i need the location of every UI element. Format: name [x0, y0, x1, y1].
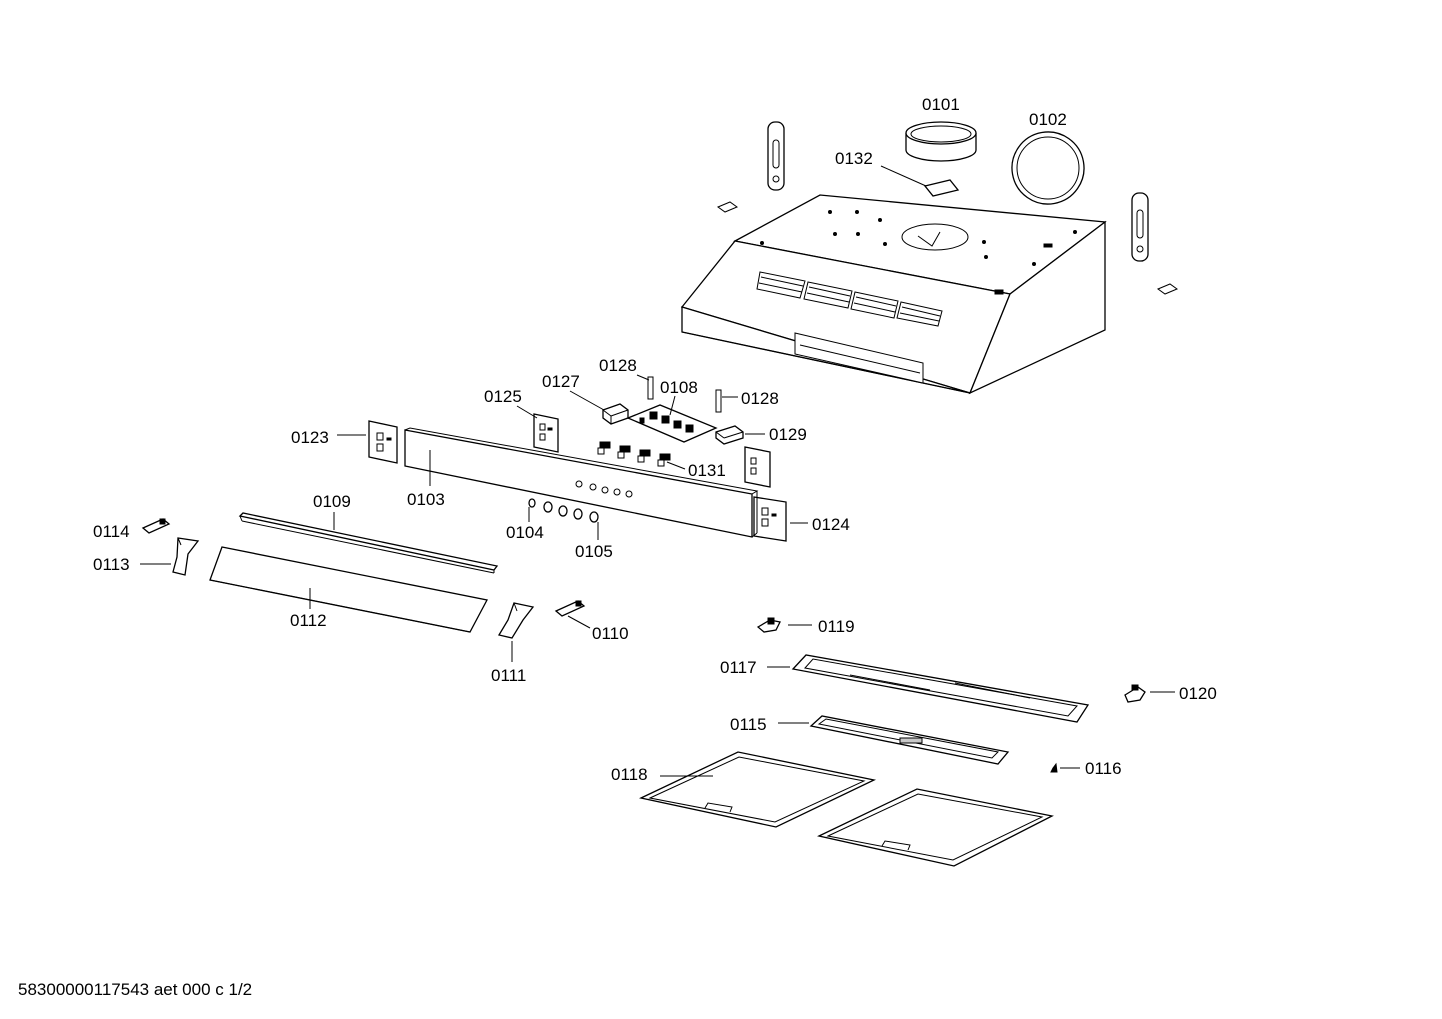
label-0114: 0114 — [93, 522, 130, 541]
top-plate-holes — [760, 210, 1077, 295]
part-0127-block — [602, 403, 629, 425]
part-0101-collar — [905, 121, 977, 162]
part-0110-clip — [554, 600, 586, 617]
label-0102: 0102 — [1029, 110, 1067, 129]
label-0124: 0124 — [812, 515, 850, 534]
label-0128-top: 0128 — [599, 356, 637, 375]
part-0117-frame — [791, 654, 1090, 723]
part-0123-end-cap — [368, 420, 398, 464]
part-0102-ring — [1011, 131, 1085, 205]
part-0115-frame — [809, 715, 1010, 765]
document-code: 58300000117543 aet 000 c 1/2 — [18, 980, 253, 999]
label-0127: 0127 — [542, 372, 580, 391]
label-0108: 0108 — [660, 378, 698, 397]
label-0118: 0118 — [611, 765, 648, 784]
label-0120: 0120 — [1179, 684, 1217, 703]
label-0123: 0123 — [291, 428, 329, 447]
wall-bracket-right — [1131, 192, 1179, 295]
label-0111: 0111 — [491, 666, 526, 685]
part-0125-end-cap — [533, 413, 559, 453]
part-0129-block — [715, 425, 744, 445]
part-0118-filter-left — [638, 751, 877, 828]
label-0129: 0129 — [769, 425, 807, 444]
part-0111-bracket — [497, 602, 535, 639]
wall-bracket-left — [716, 121, 785, 213]
part-0131-switches — [597, 441, 671, 467]
part-0128-pin-left — [647, 376, 654, 400]
part-0118-filter-right — [817, 788, 1054, 867]
part-0114-clip — [141, 518, 171, 534]
part-0109-strip — [238, 512, 499, 574]
part-0112-visor — [209, 546, 488, 633]
label-0104: 0104 — [506, 523, 544, 542]
label-0112: 0112 — [290, 611, 327, 630]
label-0131: 0131 — [688, 461, 726, 480]
part-labels: 0101 0102 0132 0128 0127 0108 0128 0125 … — [93, 95, 1217, 784]
label-0116: 0116 — [1085, 759, 1122, 778]
front-vents — [756, 271, 943, 327]
leader-lines — [140, 165, 1175, 777]
part-0116-screw — [1050, 762, 1058, 773]
part-0119-clip — [756, 617, 781, 633]
part-0132-clip — [923, 179, 960, 197]
part-0105-buttons — [543, 501, 599, 523]
part-0108-circuit-board — [626, 404, 718, 443]
part-0120-clip — [1124, 684, 1146, 703]
part-0128-pin-right — [715, 389, 722, 413]
label-0117: 0117 — [720, 658, 757, 677]
part-0125-end-cap-2 — [744, 446, 771, 488]
label-0110: 0110 — [592, 624, 629, 643]
label-0119: 0119 — [818, 617, 855, 636]
hood-body — [680, 194, 1107, 395]
part-0124-end-cap — [753, 496, 787, 542]
label-0113: 0113 — [93, 555, 130, 574]
part-0104-knob — [528, 498, 536, 508]
label-0125: 0125 — [484, 387, 522, 406]
label-0105: 0105 — [575, 542, 613, 561]
label-0128-right: 0128 — [741, 389, 779, 408]
label-0101: 0101 — [922, 95, 960, 114]
part-0103-front-panel — [404, 427, 759, 538]
label-0115: 0115 — [730, 715, 767, 734]
part-0113-bracket — [172, 537, 200, 576]
label-0132: 0132 — [835, 149, 873, 168]
label-0103: 0103 — [407, 490, 445, 509]
label-0109: 0109 — [313, 492, 351, 511]
